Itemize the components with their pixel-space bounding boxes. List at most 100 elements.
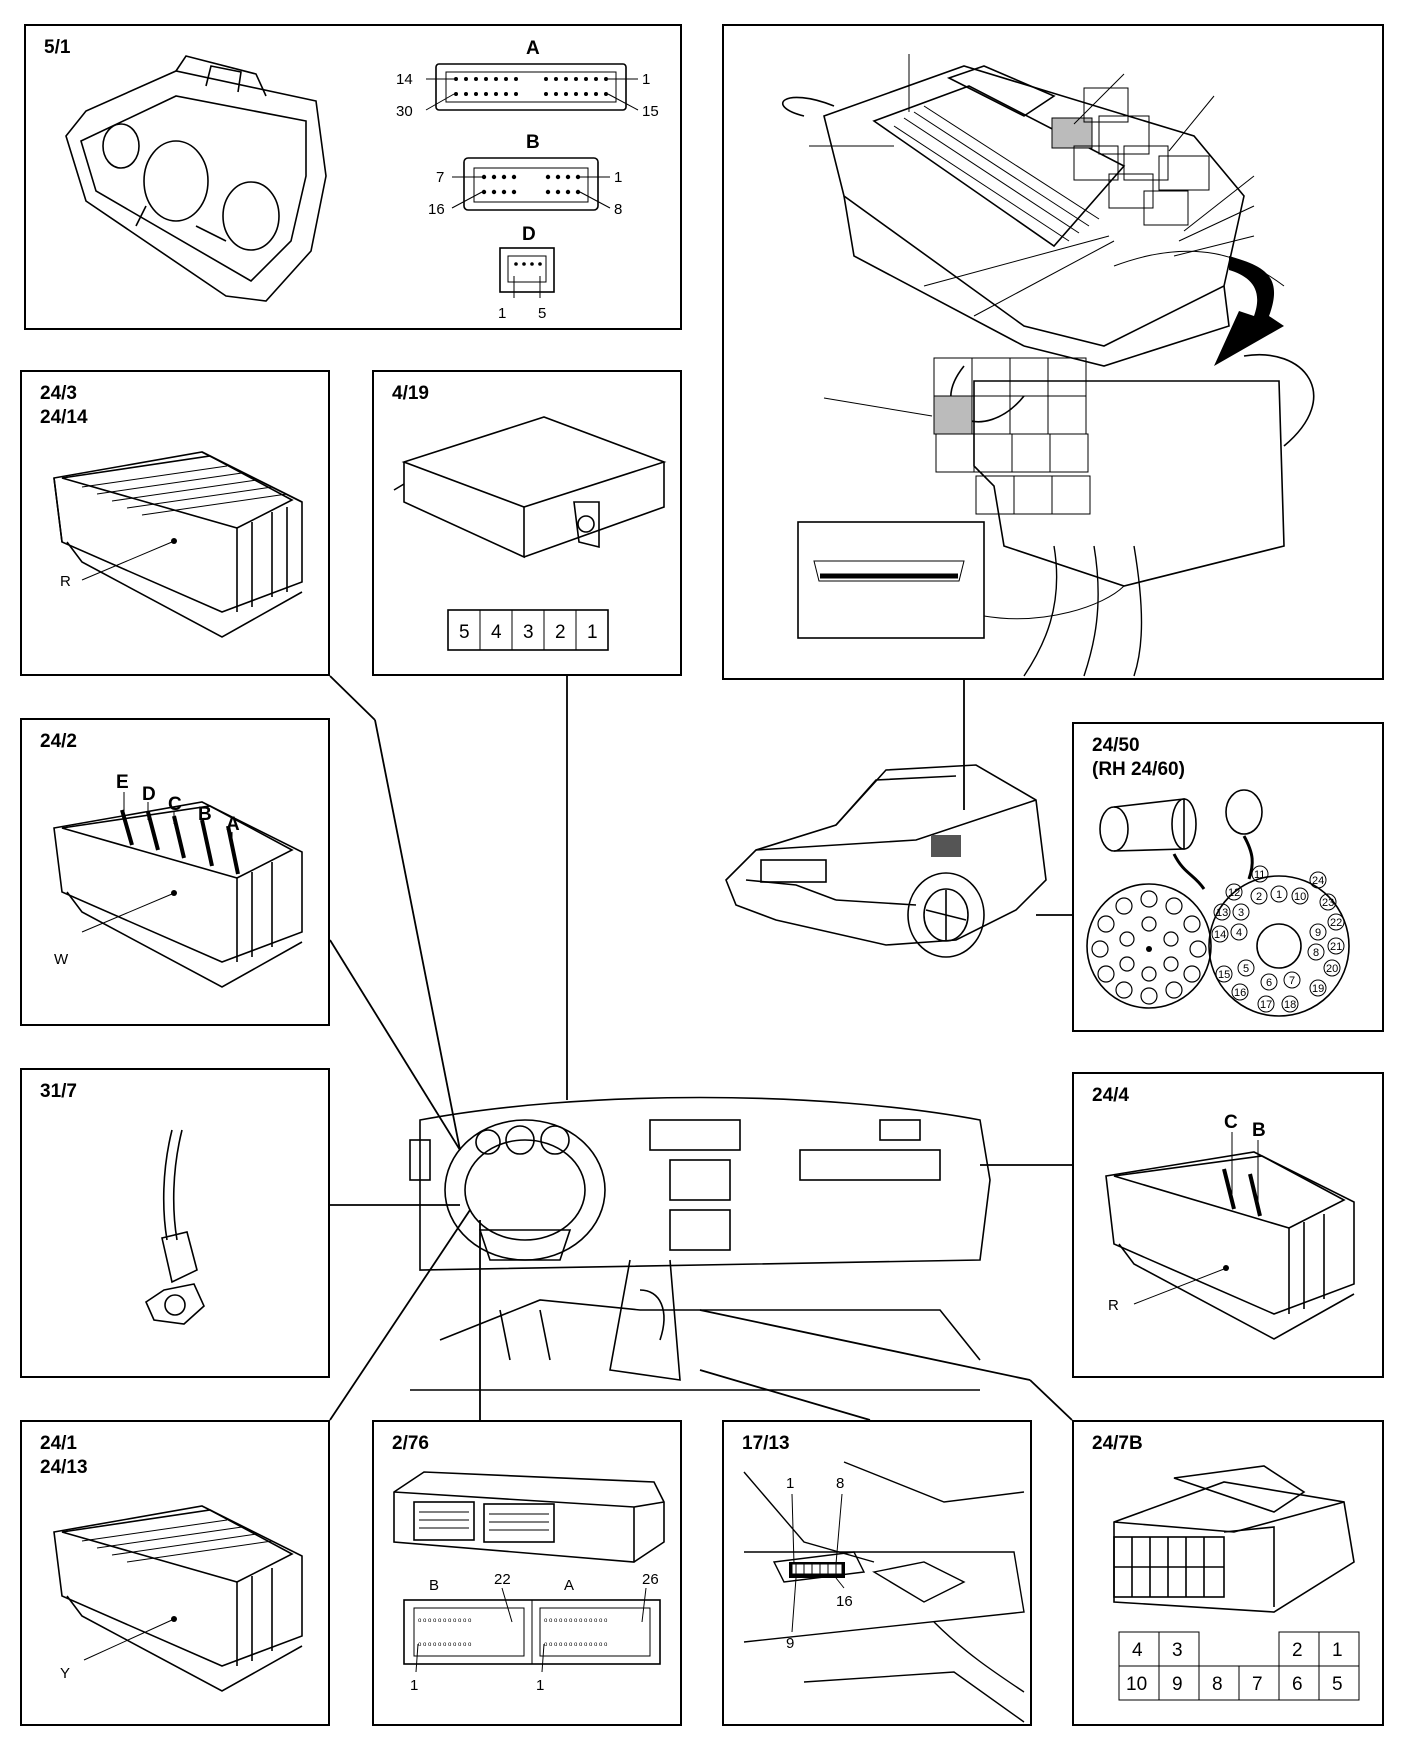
block-letter: W [54,951,69,968]
pin-20: 20 [1326,963,1338,975]
pin-15: 15 [1218,969,1230,981]
pin-5: 5 [1243,963,1249,975]
pin-22: 22 [494,1571,511,1588]
pin-3: 3 [523,622,534,643]
connector-block-drawing: C B R [1105,1112,1355,1340]
letter-b: B [198,804,212,825]
fuse-box-drawing [782,54,1315,677]
pin-19: 19 [1312,983,1324,995]
pinout-grid: 4 3 2 1 10 9 8 7 6 5 [1118,1631,1360,1701]
pin-6: 6 [1266,977,1272,989]
panel-title: 17/13 [742,1433,790,1454]
pin-11: 11 [1254,869,1265,881]
connector-b-label: B [526,132,540,153]
panel-title: 31/7 [40,1081,77,1102]
panel-title: 24/7B [1092,1433,1143,1454]
pin-5: 5 [538,305,546,322]
pin-4: 4 [1236,927,1242,939]
car-exterior-drawing [725,764,1047,958]
panel-fuse-box [722,24,1384,680]
pin-8: 8 [836,1475,844,1492]
pin-13: 13 [1216,907,1228,919]
panel-subtitle: 24/13 [40,1457,88,1478]
panel-24-4: 24/4 C B R [1072,1072,1384,1378]
connector-b: B 7 1 16 8 [428,132,622,218]
round-connector-drawing: 1 2 3 4 5 6 7 8 9 10 11 12 13 14 15 16 1… [1086,789,1350,1017]
relay-grid [933,357,1091,515]
pin-7: 7 [436,169,444,186]
panel-title: 2/76 [392,1433,429,1454]
pin-22: 22 [1330,917,1342,929]
block-letter: R [60,573,71,590]
letter-a: A [226,814,240,835]
panel-title: 5/1 [44,37,71,58]
connector-a-label: A [526,38,540,59]
panel-24-3: 24/3 24/14 R [20,370,330,676]
connector-b-label: B [429,1577,439,1594]
svg-text:o o o o o o o o o o o: o o o o o o o o o o o [418,1642,472,1648]
pin-3: 3 [1172,1640,1183,1661]
panel-5-1: 5/1 A 14 1 30 [24,24,682,330]
pin-9: 9 [1315,927,1321,939]
letter-c: C [1224,1112,1238,1133]
pin-ring: 1 2 3 4 5 6 7 8 9 10 11 12 13 14 15 16 1… [1211,865,1345,1013]
pin-1: 1 [536,1677,544,1694]
block-letter: R [1108,1297,1119,1314]
pin-9: 9 [786,1635,794,1652]
pin-1: 1 [786,1475,794,1492]
connector-d: D 1 5 [498,224,555,322]
pin-6: 6 [1292,1674,1303,1695]
pin-9: 9 [1172,1674,1183,1695]
control-module-drawing: 5 4 3 2 1 [393,416,667,651]
block-letter: Y [60,1665,70,1682]
pin-15: 15 [642,103,659,120]
pin-1: 1 [1276,889,1282,901]
pin-strip: 5 4 3 2 1 [447,609,609,651]
panel-24-50: 24/50 (RH 24/60) 1 2 3 4 5 [1072,722,1384,1032]
pin-4: 4 [1132,1640,1143,1661]
connector-plug-drawing: 4 3 2 1 10 9 8 7 6 5 [1113,1465,1360,1701]
connector-block-drawing: R [53,451,303,638]
panel-title: 24/3 [40,383,77,404]
pin-7: 7 [1289,975,1295,987]
pin-1: 1 [614,169,622,186]
panel-31-7: 31/7 [20,1068,330,1378]
pin-12: 12 [1228,887,1240,899]
pin-24: 24 [1312,875,1324,887]
instrument-cluster-drawing: A 14 1 30 15 B [65,38,659,322]
pin-30: 30 [396,103,413,120]
panel-subtitle: (RH 24/60) [1092,759,1185,780]
panel-title: 24/1 [40,1433,77,1454]
panel-title: 4/19 [392,383,429,404]
pin-18: 18 [1284,999,1296,1011]
pin-2: 2 [1292,1640,1303,1661]
pin-1: 1 [498,305,506,322]
panel-24-2: 24/2 E D C B A W [20,718,330,1026]
diagnostic-socket-drawing: 1 8 16 9 [743,1461,1025,1723]
panel-title: 24/2 [40,731,77,752]
pin-1: 1 [1332,1640,1343,1661]
pin-23: 23 [1322,897,1334,909]
control-module-drawing: B 22 A 26 o o o o o o o o o o o o o o o … [393,1471,665,1694]
pin-21: 21 [1330,941,1342,953]
panel-24-1: 24/1 24/13 Y [20,1420,330,1726]
pin-26: 26 [642,1571,659,1588]
connector-a-label: A [564,1577,574,1594]
pin-7: 7 [1252,1674,1263,1695]
pin-8: 8 [1313,947,1319,959]
pin-2: 2 [1256,891,1262,903]
pin-2: 2 [555,622,566,643]
dashboard-interior-drawing [409,1096,991,1391]
pin-10: 10 [1294,891,1306,903]
pin-1: 1 [587,622,598,643]
pin-14: 14 [1214,929,1226,941]
pin-16: 16 [836,1593,853,1610]
letter-c: C [168,794,182,815]
ground-point-drawing [144,1129,205,1325]
pin-1: 1 [642,71,650,88]
pin-3: 3 [1238,907,1244,919]
panel-title: 24/4 [1092,1085,1129,1106]
panel-17-13: 17/13 1 8 16 9 [722,1420,1032,1726]
panel-subtitle: 24/14 [40,407,88,428]
pin-16: 16 [1234,987,1246,999]
